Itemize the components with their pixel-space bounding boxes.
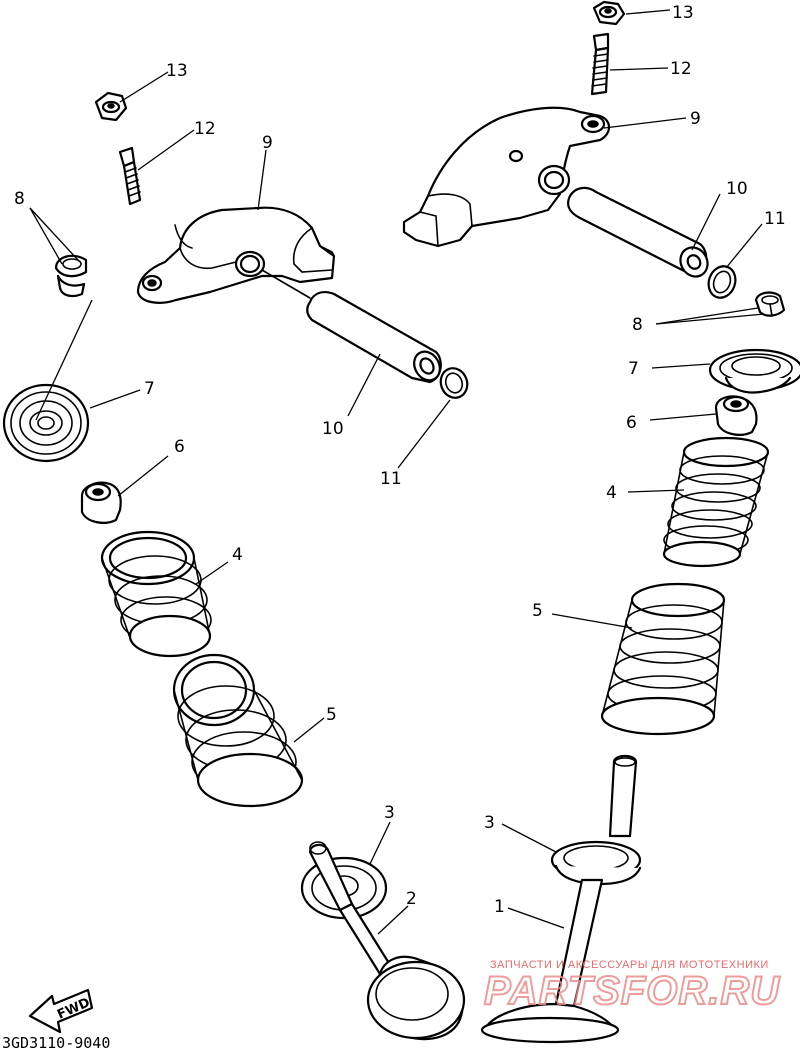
right-retainer-7 — [708, 348, 800, 394]
callout-5-right: 5 — [532, 601, 543, 621]
right-nut-13 — [592, 0, 626, 26]
left-o-ring-11 — [439, 367, 469, 399]
left-cotters-8 — [54, 254, 88, 298]
callout-13-left: 13 — [166, 61, 188, 81]
watermark-tagline: ЗАПЧАСТИ И АКСЕССУАРЫ ДЛЯ МОТОТЕХНИКИ — [490, 959, 769, 971]
callout-6-left: 6 — [174, 437, 185, 457]
left-nut-13 — [94, 91, 128, 122]
drawing-code: 3GD3110-9040 — [2, 1034, 110, 1051]
right-spring-seat-3 — [550, 840, 642, 886]
left-rocker-arm-9 — [136, 206, 336, 304]
left-o-ring-inner — [444, 372, 464, 394]
callout-4-left: 4 — [232, 545, 243, 565]
leader-lines — [29, 9, 765, 935]
callout-7-left: 7 — [144, 379, 155, 399]
callout-5-left: 5 — [326, 705, 337, 725]
callout-1: 1 — [494, 897, 505, 917]
callout-10-left: 10 — [322, 419, 344, 439]
callout-10-right: 10 — [726, 179, 748, 199]
left-stem-seal-6 — [80, 481, 122, 524]
callout-9-right: 9 — [690, 109, 701, 129]
callout-6-right: 6 — [626, 413, 637, 433]
callout-3-right: 3 — [484, 813, 495, 833]
callout-8-right: 8 — [632, 315, 643, 335]
right-stem-seal-6 — [714, 395, 758, 436]
left-screw-12 — [118, 146, 142, 206]
callout-labels-left: 13 12 9 8 7 10 11 6 4 5 3 2 — [14, 61, 417, 909]
callout-4-right: 4 — [606, 483, 617, 503]
callout-11-left: 11 — [380, 469, 402, 489]
right-o-ring-inner — [712, 270, 732, 294]
callout-13-right: 13 — [672, 3, 694, 23]
callout-3-left: 3 — [384, 803, 395, 823]
watermark: ЗАПЧАСТИ И АКСЕССУАРЫ ДЛЯ МОТОТЕХНИКИ PA… — [483, 959, 780, 1014]
intake-valve-2 — [308, 841, 466, 1041]
forward-direction-badge: FWD — [28, 988, 94, 1034]
left-outer-spring-5 — [172, 653, 304, 808]
callout-labels-right: 13 12 9 10 11 8 7 6 4 5 3 1 — [484, 3, 786, 917]
watermark-logo: PARTSFOR.RU — [484, 969, 780, 1013]
right-o-ring-11 — [707, 265, 737, 299]
right-inner-spring-4 — [662, 436, 770, 568]
right-rocker-shaft-10 — [567, 186, 709, 278]
callout-12-left: 12 — [194, 119, 216, 139]
left-rocker-shaft-10 — [261, 269, 442, 384]
callout-8-left: 8 — [14, 189, 25, 209]
callout-2: 2 — [406, 889, 417, 909]
callout-12-right: 12 — [670, 59, 692, 79]
callout-9-left: 9 — [262, 133, 273, 153]
right-outer-spring-5 — [600, 582, 726, 736]
callout-7-right: 7 — [628, 359, 639, 379]
callout-11-right: 11 — [764, 209, 786, 229]
left-retainer-7 — [2, 383, 90, 463]
left-inner-spring-4 — [100, 530, 212, 658]
exhaust-valve-1 — [480, 754, 638, 1044]
right-cotters-8 — [754, 291, 786, 317]
right-screw-12 — [590, 32, 610, 96]
right-rocker-arm-9 — [402, 106, 611, 248]
